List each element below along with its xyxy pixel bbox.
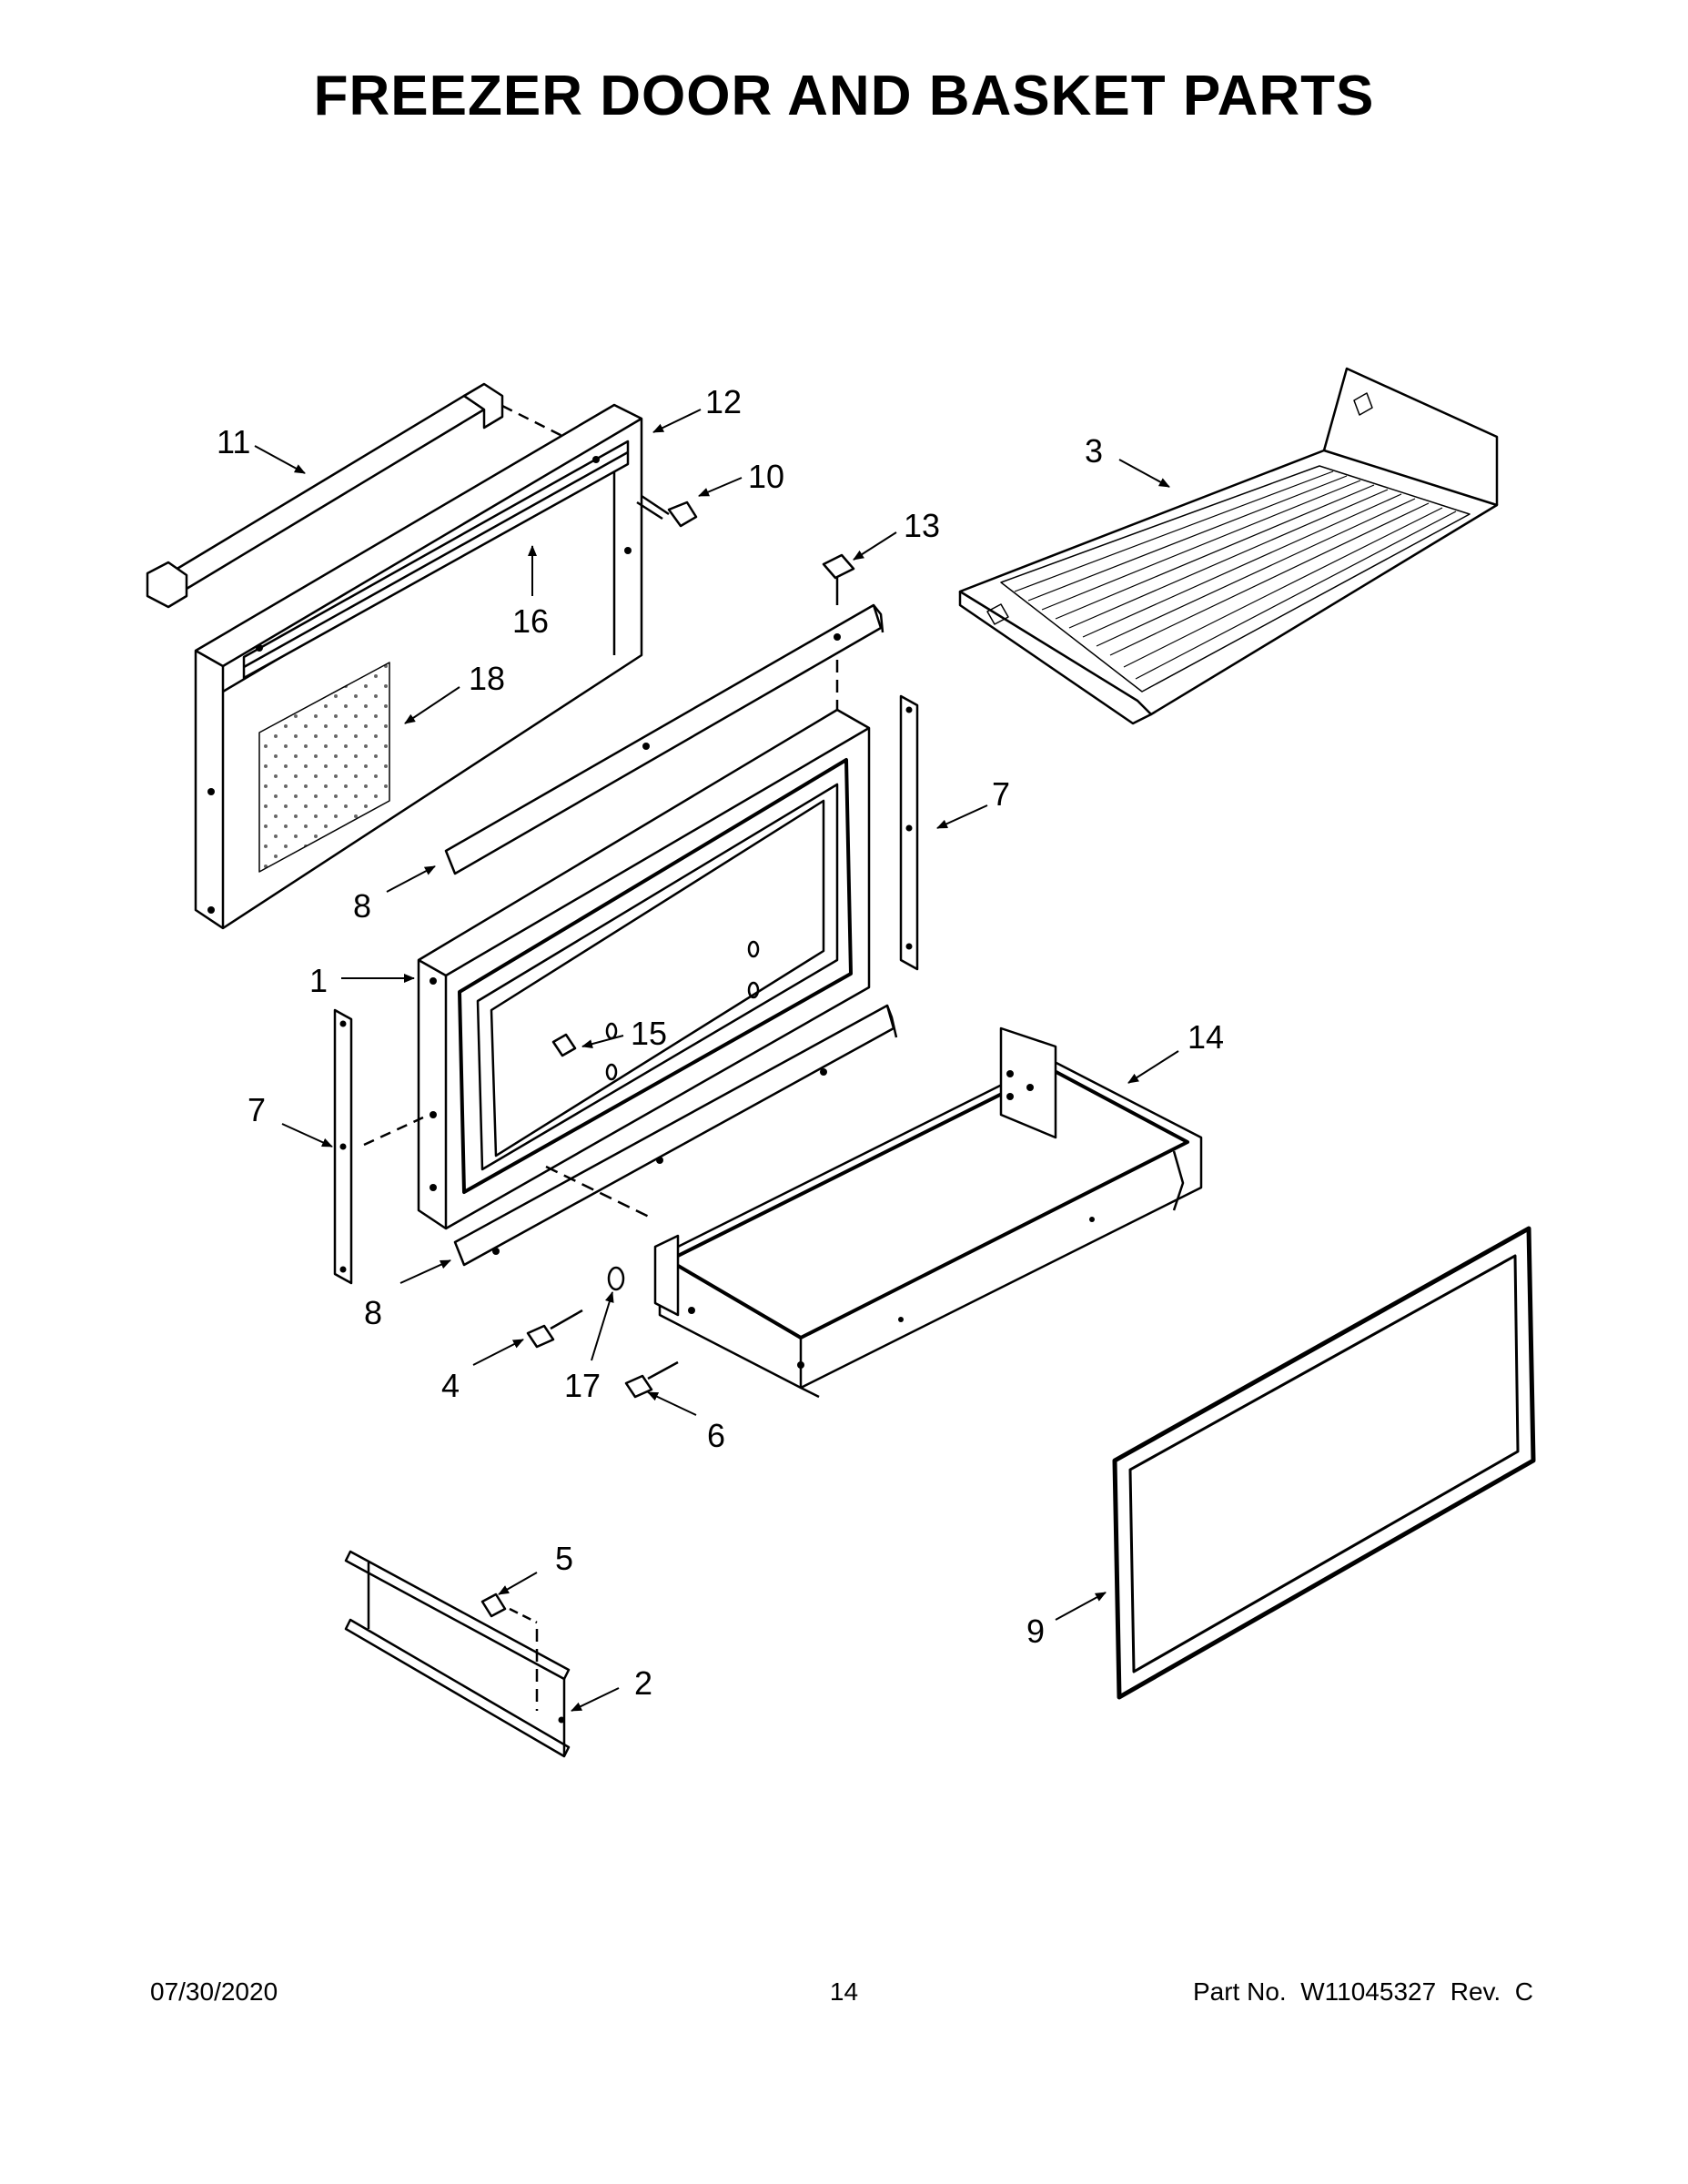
leader-lines xyxy=(254,409,1179,1712)
footer-page-number: 14 xyxy=(829,1977,859,2006)
callout-17: 17 xyxy=(564,1367,601,1404)
callout-13: 13 xyxy=(904,507,940,544)
callout-10: 10 xyxy=(748,458,784,495)
callout-11: 11 xyxy=(217,423,250,460)
callout-1: 1 xyxy=(309,962,328,999)
callout-4: 4 xyxy=(441,1367,460,1404)
callout-7-right: 7 xyxy=(992,775,1010,813)
freezer-basket-part xyxy=(653,1026,1203,1399)
callout-14: 14 xyxy=(1188,1018,1224,1056)
fasteners-part xyxy=(526,1266,679,1399)
footer-date: 07/30/2020 xyxy=(150,1977,278,2006)
callout-8-lower: 8 xyxy=(364,1294,382,1331)
upper-bracket-part xyxy=(444,603,884,875)
page-title: FREEZER DOOR AND BASKET PARTS xyxy=(313,65,1375,127)
callout-7-left: 7 xyxy=(248,1091,266,1128)
inner-door-liner-part xyxy=(417,708,871,1230)
bottom-panel-part xyxy=(344,1550,571,1758)
callout-2: 2 xyxy=(634,1664,652,1702)
callout-15: 15 xyxy=(631,1015,667,1052)
callout-18: 18 xyxy=(469,660,505,697)
callout-16: 16 xyxy=(512,602,549,640)
side-strip-left-part xyxy=(333,1008,424,1285)
side-strip-right-part xyxy=(899,694,919,971)
callout-6: 6 xyxy=(707,1417,725,1454)
door-gasket-part xyxy=(1112,1226,1536,1700)
lower-bracket-part xyxy=(453,1004,898,1267)
callout-9: 9 xyxy=(1026,1613,1045,1650)
basket-tray-part xyxy=(958,367,1499,725)
callout-3: 3 xyxy=(1085,432,1103,470)
footer-part-number: Part No. W11045327 Rev. C xyxy=(1192,1977,1533,2006)
callout-12: 12 xyxy=(705,383,742,420)
callout-8-upper: 8 xyxy=(353,887,371,925)
outer-door-panel-part xyxy=(194,403,698,930)
door-handle-part xyxy=(146,382,583,609)
callout-5: 5 xyxy=(555,1540,573,1577)
